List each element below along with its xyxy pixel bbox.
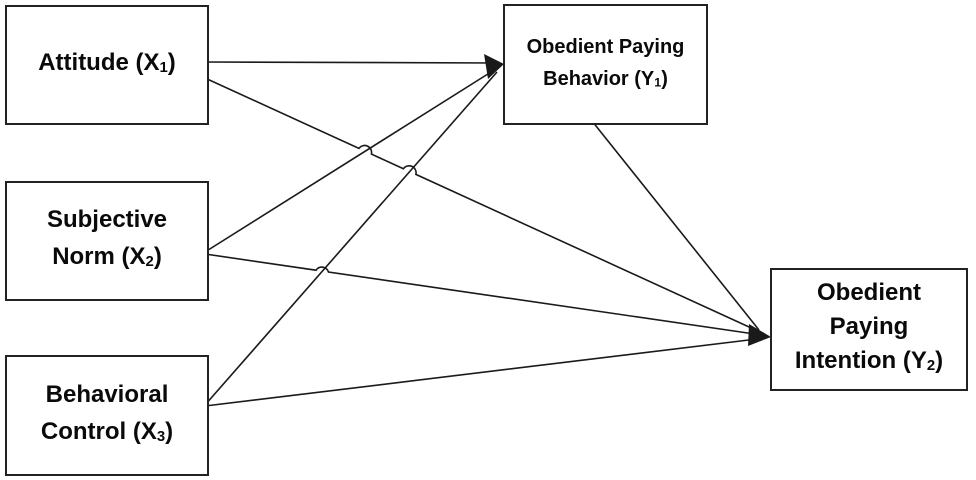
subscript-y2: 2 [926,357,936,374]
arrowhead-into-intention-icon [748,324,771,346]
subscript-1: 1 [159,59,168,76]
box-attitude-label: Attitude (X1) [38,48,176,76]
edge-behavioral-control-to-behavior [204,71,498,406]
box-subjective-norm-line1: Subjective [46,206,168,234]
edge-subjective-norm-to-intention [204,253,759,336]
subscript-y1: 1 [654,75,662,90]
box-behavior-line2: Behavior (Y1) [543,67,668,90]
box-intention-line1: Obedient [816,279,921,307]
edge-behavioral-control-to-intention [204,338,758,407]
box-intention-line3: Intention (Y2) [794,347,944,375]
box-obedient-paying-intention-y2: Obedient Paying Intention (Y2) [770,268,968,391]
subscript-3: 3 [156,428,166,445]
box-subjective-norm-x2: Subjective Norm (X2) [5,181,209,301]
edge-attitude-to-behavior [204,61,500,64]
box-behavioral-control-line2: Control (X3) [40,417,174,445]
box-obedient-paying-behavior-y1: Obedient Paying Behavior (Y1) [503,4,708,125]
arrowhead-into-behavior-icon [484,54,504,79]
edge-attitude-to-intention [204,77,761,333]
subscript-2: 2 [145,253,154,270]
box-subjective-norm-line2: Norm (X2) [52,243,162,271]
box-behavior-line1: Obedient Paying [526,35,685,58]
box-behavioral-control-line1: Behavioral [45,380,169,408]
edge-behavior-to-intention [591,120,760,331]
edge-subjective-norm-to-behavior [204,66,500,253]
box-behavioral-control-x3: Behavioral Control (X3) [5,355,209,476]
box-intention-line2: Paying [829,313,909,341]
box-attitude-x1: Attitude (X1) [5,5,209,125]
